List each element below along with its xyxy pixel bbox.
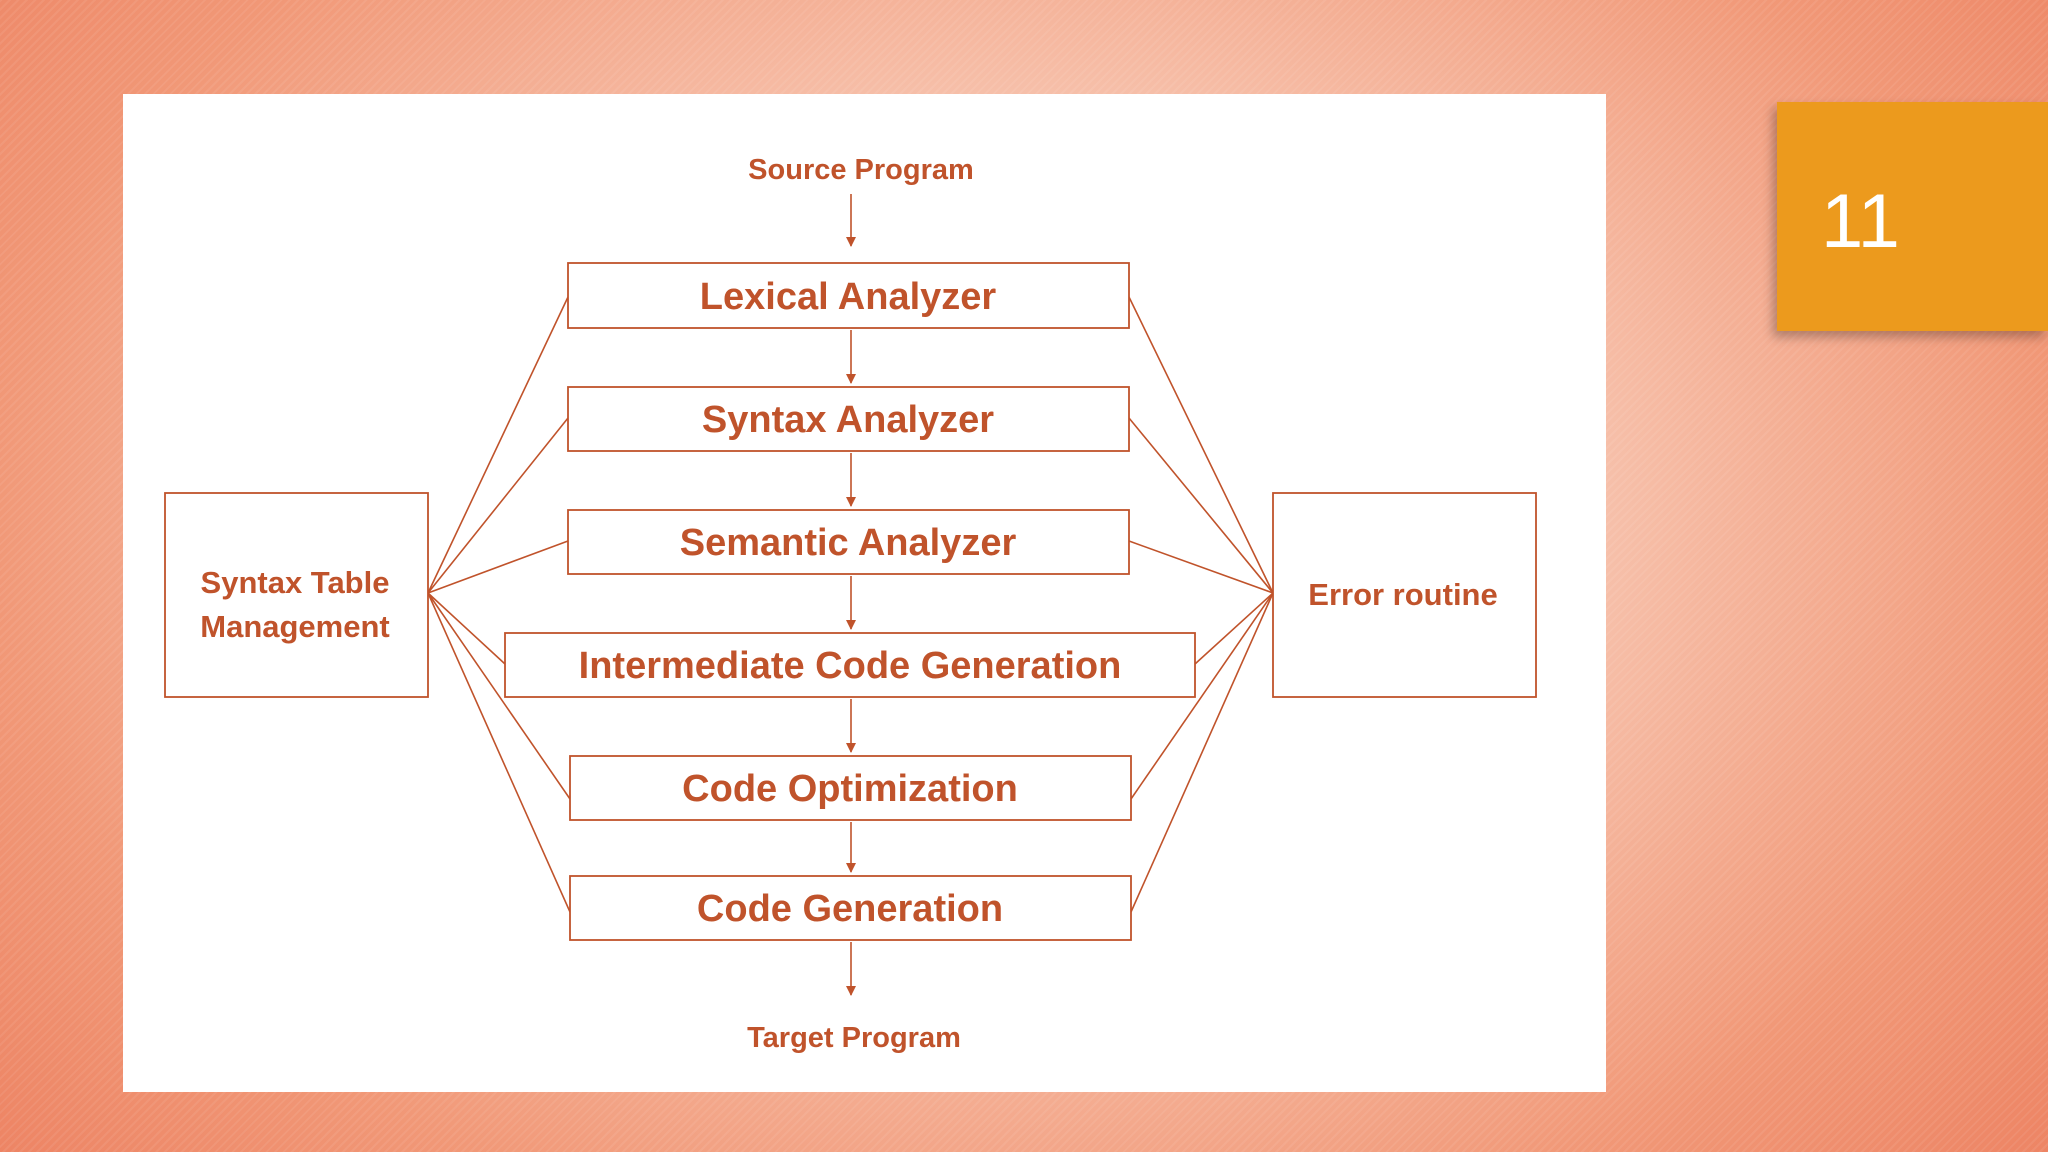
connector-line [427,592,571,800]
phase-box-semantic [567,509,1130,575]
phase-label-generation: Code Generation [697,888,1003,930]
error-routine-label: Error routine [1308,577,1497,612]
phase-box-optimization [569,755,1132,821]
phase-label-semantic: Semantic Analyzer [680,522,1017,564]
connector-line [427,592,571,913]
phase-box-intermediate [504,632,1196,698]
connector-line [427,592,506,665]
phase-box-generation [569,875,1132,941]
connector-line [427,417,569,594]
phase-label-syntax: Syntax Analyzer [702,399,994,441]
slide-number: 11 [1821,179,1900,264]
error-routine-box [1272,492,1537,698]
target-program-label: Target Program [747,1022,961,1054]
connector-line [1128,540,1274,594]
symbol-table-box [164,492,429,698]
connector-line [1194,592,1274,665]
phase-label-optimization: Code Optimization [682,768,1018,810]
slide-number-badge: 11 [1777,102,2048,331]
symbol-table-label-line1: Syntax Table [201,565,390,600]
source-program-label: Source Program [748,154,974,186]
connector-line [427,296,569,594]
connector-line [1130,592,1274,913]
connector-line [427,540,569,594]
phase-box-syntax [567,386,1130,452]
compiler-phases-diagram: Source Program Lexical Analyzer Syntax A… [123,94,1606,1092]
phase-label-intermediate: Intermediate Code Generation [579,645,1122,687]
phase-box-lexical [567,262,1130,329]
connector-line [1128,296,1274,594]
connector-line [1130,592,1274,800]
diagram-canvas: Source Program Lexical Analyzer Syntax A… [164,154,1537,1054]
connector-line [1128,417,1274,594]
phase-label-lexical: Lexical Analyzer [700,276,997,318]
symbol-table-label-line2: Management [200,609,389,644]
